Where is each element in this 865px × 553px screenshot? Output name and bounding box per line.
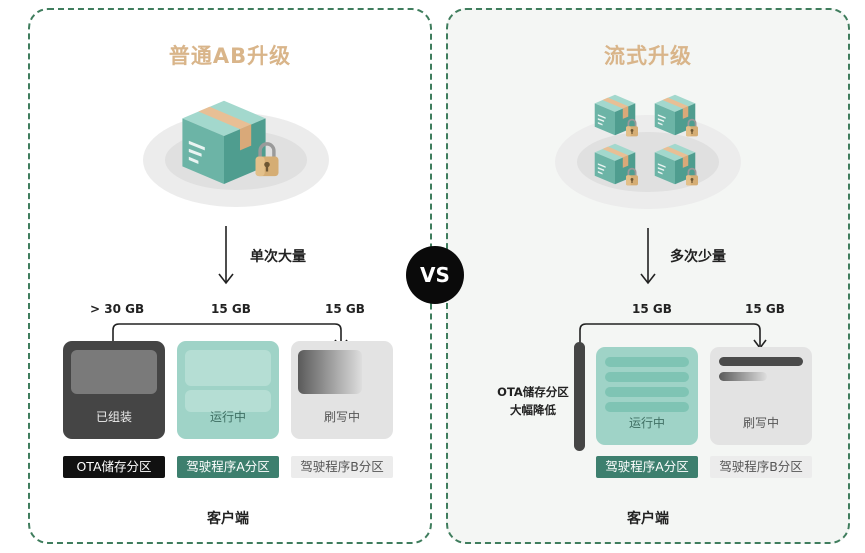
ota-size-label: > 30 GB — [90, 302, 145, 316]
block-state: 运行中 — [628, 416, 665, 430]
partition-b-tag: 驾驶程序B分区 — [291, 456, 393, 478]
padlock-icon — [253, 142, 281, 178]
package-box-icon — [182, 100, 281, 184]
step-label: 单次大量 — [250, 249, 306, 265]
down-arrow-icon — [218, 226, 234, 285]
ota-storage-bar — [574, 342, 585, 451]
streaming-upgrade-panel: 流式升级 多次少量 15 GB 15 GB OTA储存分区 大幅降低 运行中 刷… — [446, 8, 850, 544]
block-state: 已组装 — [95, 410, 132, 424]
block-state: 运行中 — [209, 410, 246, 424]
block-state: 刷写中 — [323, 410, 360, 424]
partition-b-tag: 驾驶程序B分区 — [710, 456, 812, 478]
ota-partition-tag: OTA储存分区 — [63, 456, 165, 478]
ota-reduction-note: OTA储存分区 大幅降低 — [497, 385, 569, 417]
standard-ab-upgrade-panel: 普通AB升级 单次大量 > 30 GB 15 GB 15 GB 已组装 运行中 … — [28, 8, 432, 544]
client-label: 客户端 — [207, 511, 249, 527]
partition-b-block: 刷写中 — [291, 341, 393, 439]
panel-title: 普通AB升级 — [168, 44, 292, 68]
client-label: 客户端 — [627, 511, 669, 527]
vs-badge: VS — [406, 246, 464, 304]
partition-b-size-label: 15 GB — [325, 302, 365, 316]
partition-a-tag: 驾驶程序A分区 — [596, 456, 698, 478]
partition-b-size-label: 15 GB — [745, 302, 785, 316]
partition-a-tag: 驾驶程序A分区 — [177, 456, 279, 478]
partition-a-block: 运行中 — [596, 347, 698, 445]
panel-title: 流式升级 — [604, 44, 692, 68]
partition-b-block: 刷写中 — [710, 347, 812, 445]
package-box-icon — [594, 94, 699, 187]
partition-a-block: 运行中 — [177, 341, 279, 439]
step-label: 多次少量 — [670, 249, 726, 265]
block-state: 刷写中 — [742, 416, 779, 430]
partition-a-size-label: 15 GB — [632, 302, 672, 316]
ota-storage-block: 已组装 — [63, 341, 165, 439]
down-arrow-icon — [640, 228, 656, 285]
partition-a-size-label: 15 GB — [211, 302, 251, 316]
